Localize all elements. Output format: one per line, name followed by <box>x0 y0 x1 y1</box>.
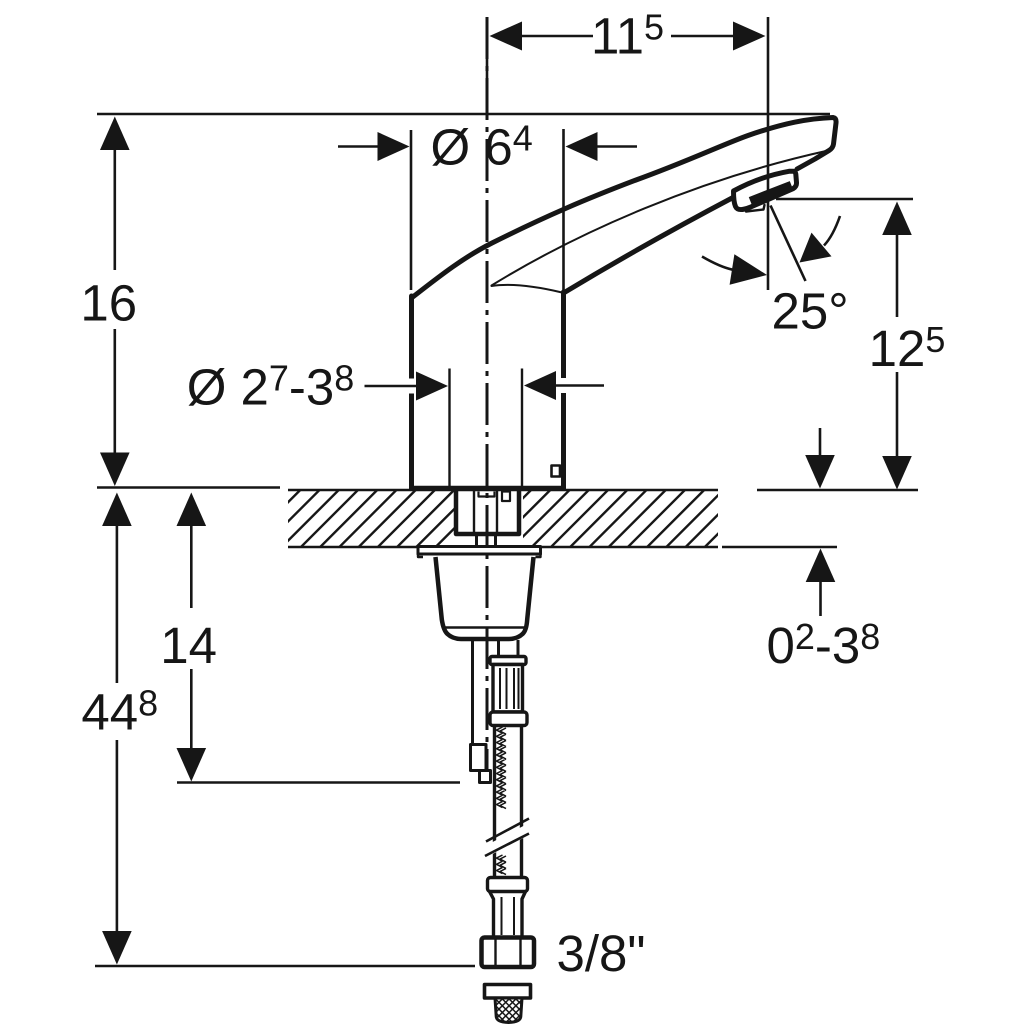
svg-text:25°: 25° <box>772 283 849 340</box>
svg-text:125: 125 <box>869 319 946 377</box>
svg-text:14: 14 <box>160 617 217 674</box>
svg-text:448: 448 <box>81 683 158 741</box>
svg-text:3/8": 3/8" <box>557 925 646 982</box>
svg-text:16: 16 <box>80 275 137 332</box>
